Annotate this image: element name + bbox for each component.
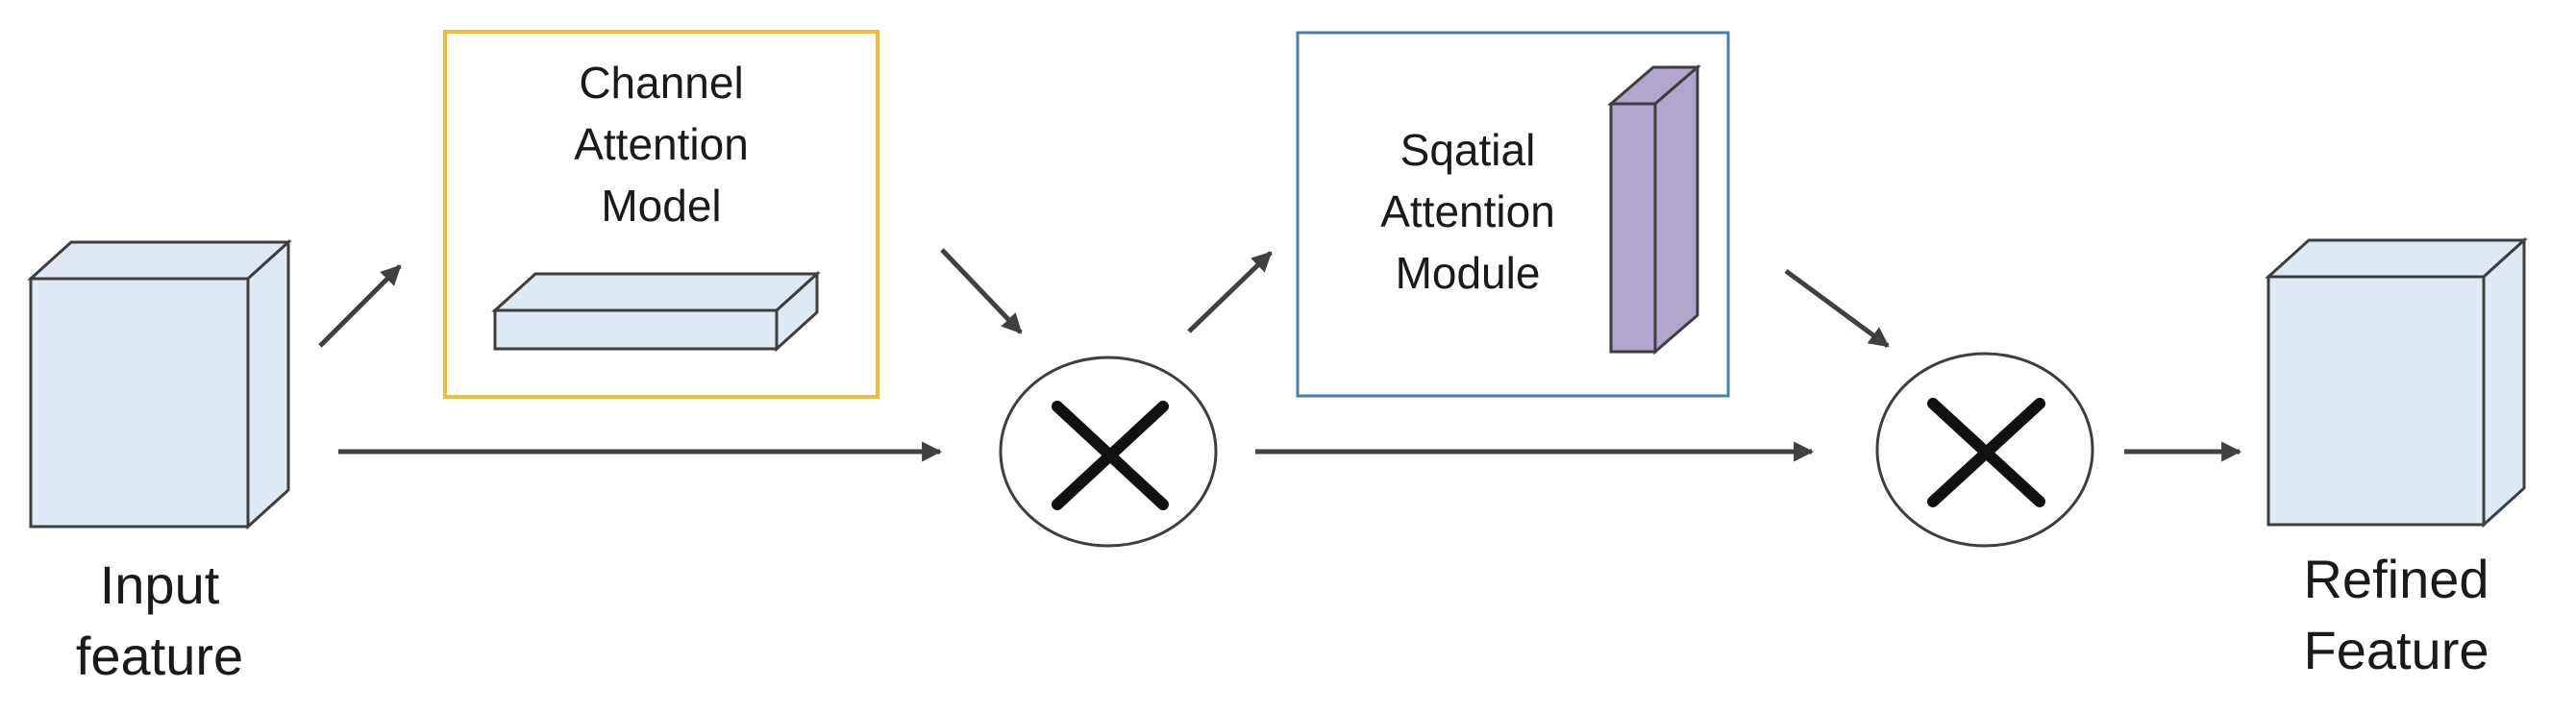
- spatial-label-line3: Module: [1396, 248, 1541, 298]
- arrow-input-to-channel: [318, 264, 402, 348]
- spatial-attention-map: [1606, 63, 1702, 356]
- multiply-icon: [1052, 401, 1169, 510]
- multiply-icon: [1927, 398, 2045, 507]
- channel-label-line1: Channel: [579, 58, 743, 108]
- channel-label-line2: Attention: [574, 119, 749, 169]
- arrow-spatial-to-multiply2: [1784, 268, 1890, 349]
- channel-attention-vector: [491, 270, 821, 353]
- arrow-channel-to-multiply1: [940, 248, 1023, 334]
- input-label-line2: feature: [76, 626, 243, 686]
- input-feature-cube: [27, 238, 292, 530]
- refined-feature-cube: [2265, 236, 2528, 529]
- input-label-line1: Input: [100, 554, 220, 615]
- multiply-operator-1: [999, 356, 1218, 548]
- refined-label-line2: Feature: [2304, 620, 2489, 680]
- refined-label-line1: Refined: [2303, 549, 2489, 609]
- channel-label-line3: Model: [601, 181, 721, 231]
- spatial-label-line2: Attention: [1380, 186, 1555, 236]
- spatial-label-line1: Sqatial: [1400, 125, 1536, 175]
- multiply-operator-2: [1875, 352, 2094, 548]
- arrow-multiply1-to-spatial: [1187, 251, 1273, 333]
